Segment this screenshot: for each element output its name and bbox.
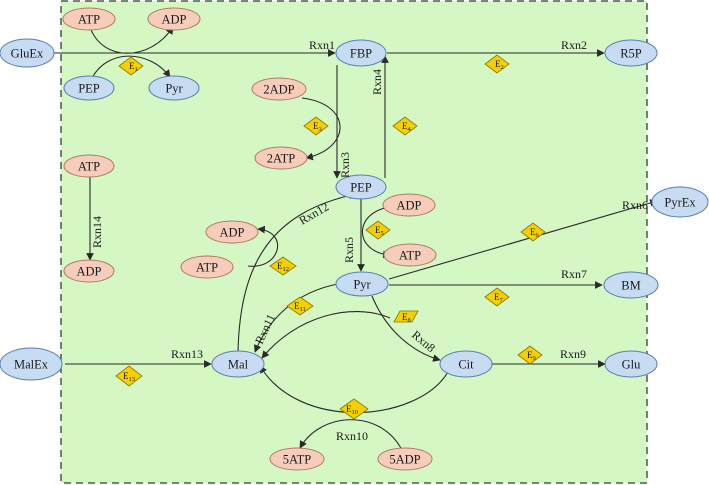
label-rxn4: Rxn4 [370, 69, 384, 95]
node-bm[interactable]: BM [603, 271, 659, 299]
node-malex[interactable]: MalEx [0, 347, 63, 381]
cofactor-adp-e5[interactable]: ADP [382, 193, 436, 217]
cofactor-atp-e12-label: ATP [196, 261, 218, 275]
edge-rxn12 [237, 191, 357, 353]
node-pep-small-label: PEP [78, 82, 100, 96]
node-bm-label: BM [621, 279, 640, 293]
cofactor-5atp-e10[interactable]: 5ATP [269, 447, 325, 471]
node-pyr-small-label: Pyr [165, 82, 183, 96]
node-pep[interactable]: PEP [335, 174, 387, 200]
enzyme-e9-label: E9 [527, 350, 536, 362]
enzyme-e13-label: E13 [123, 371, 135, 383]
cofactor-adp-e12[interactable]: ADP [205, 220, 259, 244]
cofactor-adp-e12-label: ADP [219, 226, 244, 240]
cofactor-5adp-e10[interactable]: 5ADP [377, 447, 433, 471]
cofactor-adp-e1[interactable]: ADP [147, 7, 201, 31]
enzyme-e12[interactable]: E12 [269, 256, 297, 276]
enzyme-e3-label: E3 [313, 121, 322, 133]
cofactor-atp-e1-label: ATP [78, 13, 100, 27]
enzyme-e8-label: E8 [402, 312, 411, 324]
enzyme-e11[interactable]: E11 [286, 296, 314, 316]
node-pyrex[interactable]: PyrEx [651, 186, 709, 218]
enzyme-e4-label: E4 [402, 121, 412, 133]
node-glu[interactable]: Glu [604, 350, 658, 378]
enzyme-e6[interactable]: E6 [520, 222, 546, 242]
cofactor-2atp-e3[interactable]: 2ATP [254, 146, 308, 170]
enzyme-e7[interactable]: E7 [484, 287, 510, 307]
label-rxn7: Rxn7 [561, 267, 587, 281]
enzyme-e3[interactable]: E3 [303, 116, 329, 136]
enzyme-e1-label: E1 [129, 61, 138, 73]
node-cit[interactable]: Cit [439, 350, 493, 378]
enzyme-e6-label: E6 [530, 227, 540, 239]
node-pyr-small[interactable]: Pyr [148, 75, 200, 101]
cofactor-atp-e1[interactable]: ATP [62, 7, 116, 31]
node-mal-label: Mal [228, 358, 249, 372]
enzyme-e8[interactable]: E8 [393, 310, 419, 324]
cofactor-atp-e5[interactable]: ATP [383, 243, 437, 267]
enzyme-e5-label: E5 [375, 225, 384, 237]
enzyme-e9[interactable]: E9 [517, 345, 543, 365]
node-r5p-label: R5P [620, 47, 642, 61]
enzyme-e11-label: E11 [294, 301, 306, 313]
node-gluex[interactable]: GluEx [0, 38, 55, 68]
cofactor-2adp-e3-label: 2ADP [263, 83, 294, 97]
edge-rxn8 [371, 295, 441, 362]
label-rxn10: Rxn10 [336, 429, 368, 443]
cofactor-atp-e12[interactable]: ATP [180, 255, 234, 279]
enzyme-e2[interactable]: E2 [484, 54, 510, 74]
enzyme-e13[interactable]: E13 [115, 365, 143, 387]
cofactor-adp-rxn14[interactable]: ADP [63, 259, 115, 283]
enzyme-e10[interactable]: E10 [339, 398, 369, 420]
edge-e1-atp-adp [89, 26, 174, 54]
node-gluex-label: GluEx [11, 47, 44, 61]
label-rxn3: Rxn3 [338, 152, 352, 178]
label-rxn9: Rxn9 [560, 347, 586, 361]
edge-rxn6 [388, 199, 658, 280]
edge-rxn8-mal-branch [261, 311, 391, 359]
edge-e3-2adp-2atp [301, 97, 341, 161]
node-malex-label: MalEx [14, 358, 49, 372]
label-rxn14: Rxn14 [90, 216, 104, 248]
node-fbp[interactable]: FBP [335, 39, 387, 67]
node-mal[interactable]: Mal [211, 350, 265, 378]
node-pep-small[interactable]: PEP [63, 75, 115, 101]
edge-e10-5adp-5atp [299, 419, 403, 451]
label-rxn5: Rxn5 [342, 237, 356, 263]
node-pep-label: PEP [350, 181, 372, 195]
enzyme-e2-label: E2 [495, 59, 504, 71]
node-r5p[interactable]: R5P [604, 39, 658, 67]
node-glu-label: Glu [622, 358, 642, 372]
node-fbp-label: FBP [350, 47, 372, 61]
enzyme-e4[interactable]: E4 [392, 116, 418, 136]
cofactor-2atp-e3-label: 2ATP [267, 152, 296, 166]
cofactor-atp-e5-label: ATP [399, 249, 421, 263]
cofactor-adp-e1-label: ADP [161, 13, 186, 27]
node-pyr-label: Pyr [353, 278, 371, 292]
label-rxn13: Rxn13 [171, 347, 203, 361]
cofactor-adp-e5-label: ADP [396, 199, 421, 213]
cofactor-atp-rxn14-label: ATP [78, 160, 100, 174]
cofactor-5atp-e10-label: 5ATP [283, 453, 312, 467]
edge-e12-atp-adp [247, 225, 279, 267]
edge-e1-pep-pyr [91, 55, 171, 79]
enzyme-e5[interactable]: E5 [365, 220, 391, 240]
edge-rxn11 [254, 283, 339, 353]
node-pyr[interactable]: Pyr [335, 271, 389, 297]
enzyme-e10-label: E10 [346, 404, 358, 416]
cofactor-adp-rxn14-label: ADP [76, 265, 101, 279]
node-cit-label: Cit [458, 358, 474, 372]
label-rxn6: Rxn6 [622, 198, 648, 212]
enzyme-e7-label: E7 [494, 292, 504, 304]
cofactor-5adp-e10-label: 5ADP [389, 453, 420, 467]
enzyme-e12-label: E12 [277, 261, 289, 273]
node-pyrex-label: PyrEx [664, 196, 696, 210]
cofactor-2adp-e3[interactable]: 2ADP [251, 77, 307, 101]
label-rxn2: Rxn2 [561, 38, 587, 52]
label-rxn1: Rxn1 [309, 38, 335, 52]
enzyme-e1[interactable]: E1 [118, 56, 144, 76]
cofactor-atp-rxn14[interactable]: ATP [63, 154, 115, 178]
